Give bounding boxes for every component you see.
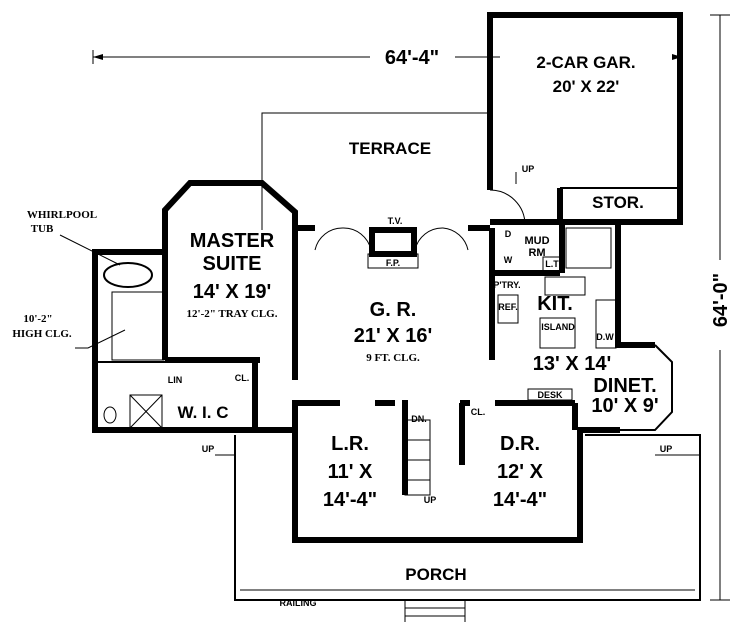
- stair-down-label: DN.: [411, 414, 427, 424]
- master-label-1: MASTER: [190, 230, 275, 252]
- master-closet-label: CL.: [235, 373, 250, 383]
- porch-up-right: UP: [660, 444, 673, 454]
- kitchen-size: 13' X 14': [533, 353, 611, 375]
- terrace-label: TERRACE: [349, 139, 431, 158]
- master-ceiling-note: 12'-2" TRAY CLG.: [187, 308, 278, 320]
- living-room-depth: 14'-4": [323, 489, 377, 511]
- bath-ceiling-label-2: HIGH CLG.: [12, 328, 72, 340]
- desk-label: DESK: [537, 390, 563, 400]
- width-dimension-label: 64'-4": [385, 47, 439, 69]
- wic-label: W. I. C: [178, 403, 229, 422]
- master-size: 14' X 19': [193, 281, 271, 303]
- master-label-2: SUITE: [203, 253, 262, 275]
- width-dimension: 64'-4": [92, 47, 682, 69]
- laundry-tub-label: L.T: [545, 259, 559, 269]
- porch: PORCH RAILING UP UP: [202, 434, 701, 622]
- washer-label: W: [504, 255, 513, 265]
- kitchen-area: D W MUD RM L.T P'TRY. REF. KIT. ISLAND D…: [490, 219, 673, 431]
- mudroom-label-2: RM: [528, 247, 545, 259]
- whirlpool-label-2: TUB: [31, 223, 54, 235]
- master-bath: WHIRLPOOL TUB 10'-2" HIGH CLG.: [12, 209, 295, 433]
- foyer-closet-label: CL.: [471, 407, 486, 417]
- dinette-label: DINET.: [593, 375, 656, 397]
- depth-dimension-label: 64'-0": [710, 273, 732, 327]
- dryer-label: D: [505, 229, 512, 239]
- master-suite: MASTER SUITE 14' X 19' 12'-2" TRAY CLG. …: [162, 180, 298, 430]
- great-room-size: 21' X 16': [354, 325, 432, 347]
- dinette-size: 10' X 9': [591, 395, 658, 417]
- dining-room-depth: 14'-4": [493, 489, 547, 511]
- linen-label: LIN: [168, 375, 183, 385]
- stair-up-label: UP: [424, 495, 437, 505]
- terrace: TERRACE: [261, 112, 490, 230]
- great-room-ceiling: 9 FT. CLG.: [366, 352, 420, 364]
- living-room-label: L.R.: [331, 433, 369, 455]
- garage: 2-CAR GAR. 20' X 22' STOR. UP: [487, 12, 683, 226]
- kitchen-label: KIT.: [537, 293, 573, 315]
- dining-room-label: D.R.: [500, 433, 540, 455]
- dining-room-width: 12' X: [497, 461, 544, 483]
- ref-label: REF.: [498, 302, 518, 312]
- railing-label: RAILING: [280, 598, 317, 608]
- bath-ceiling-label-1: 10'-2": [23, 313, 52, 325]
- storage-label: STOR.: [592, 193, 644, 212]
- great-room-label: G. R.: [370, 299, 417, 321]
- depth-dimension: 64'-0": [710, 14, 732, 601]
- garage-up-label: UP: [522, 164, 535, 174]
- great-room: T.V. F.P. G. R. 21' X 16' 9 FT. CLG.: [295, 216, 495, 364]
- porch-steps: [404, 600, 466, 622]
- porch-label: PORCH: [405, 565, 466, 584]
- fireplace-label: F.P.: [386, 258, 400, 268]
- front-rooms: DN. UP CL. L.R. 11' X 14'-4" D.R. 12' X …: [292, 400, 620, 543]
- pantry-label: P'TRY.: [493, 280, 520, 290]
- porch-up-left: UP: [202, 444, 215, 454]
- whirlpool-label-1: WHIRLPOOL: [27, 209, 97, 221]
- mudroom-label-1: MUD: [524, 235, 549, 247]
- island-label: ISLAND: [541, 322, 575, 332]
- dishwasher-label: D.W: [596, 332, 614, 342]
- tv-label: T.V.: [388, 216, 403, 226]
- garage-size: 20' X 22': [553, 77, 620, 96]
- garage-label: 2-CAR GAR.: [536, 53, 635, 72]
- living-room-width: 11' X: [328, 461, 373, 483]
